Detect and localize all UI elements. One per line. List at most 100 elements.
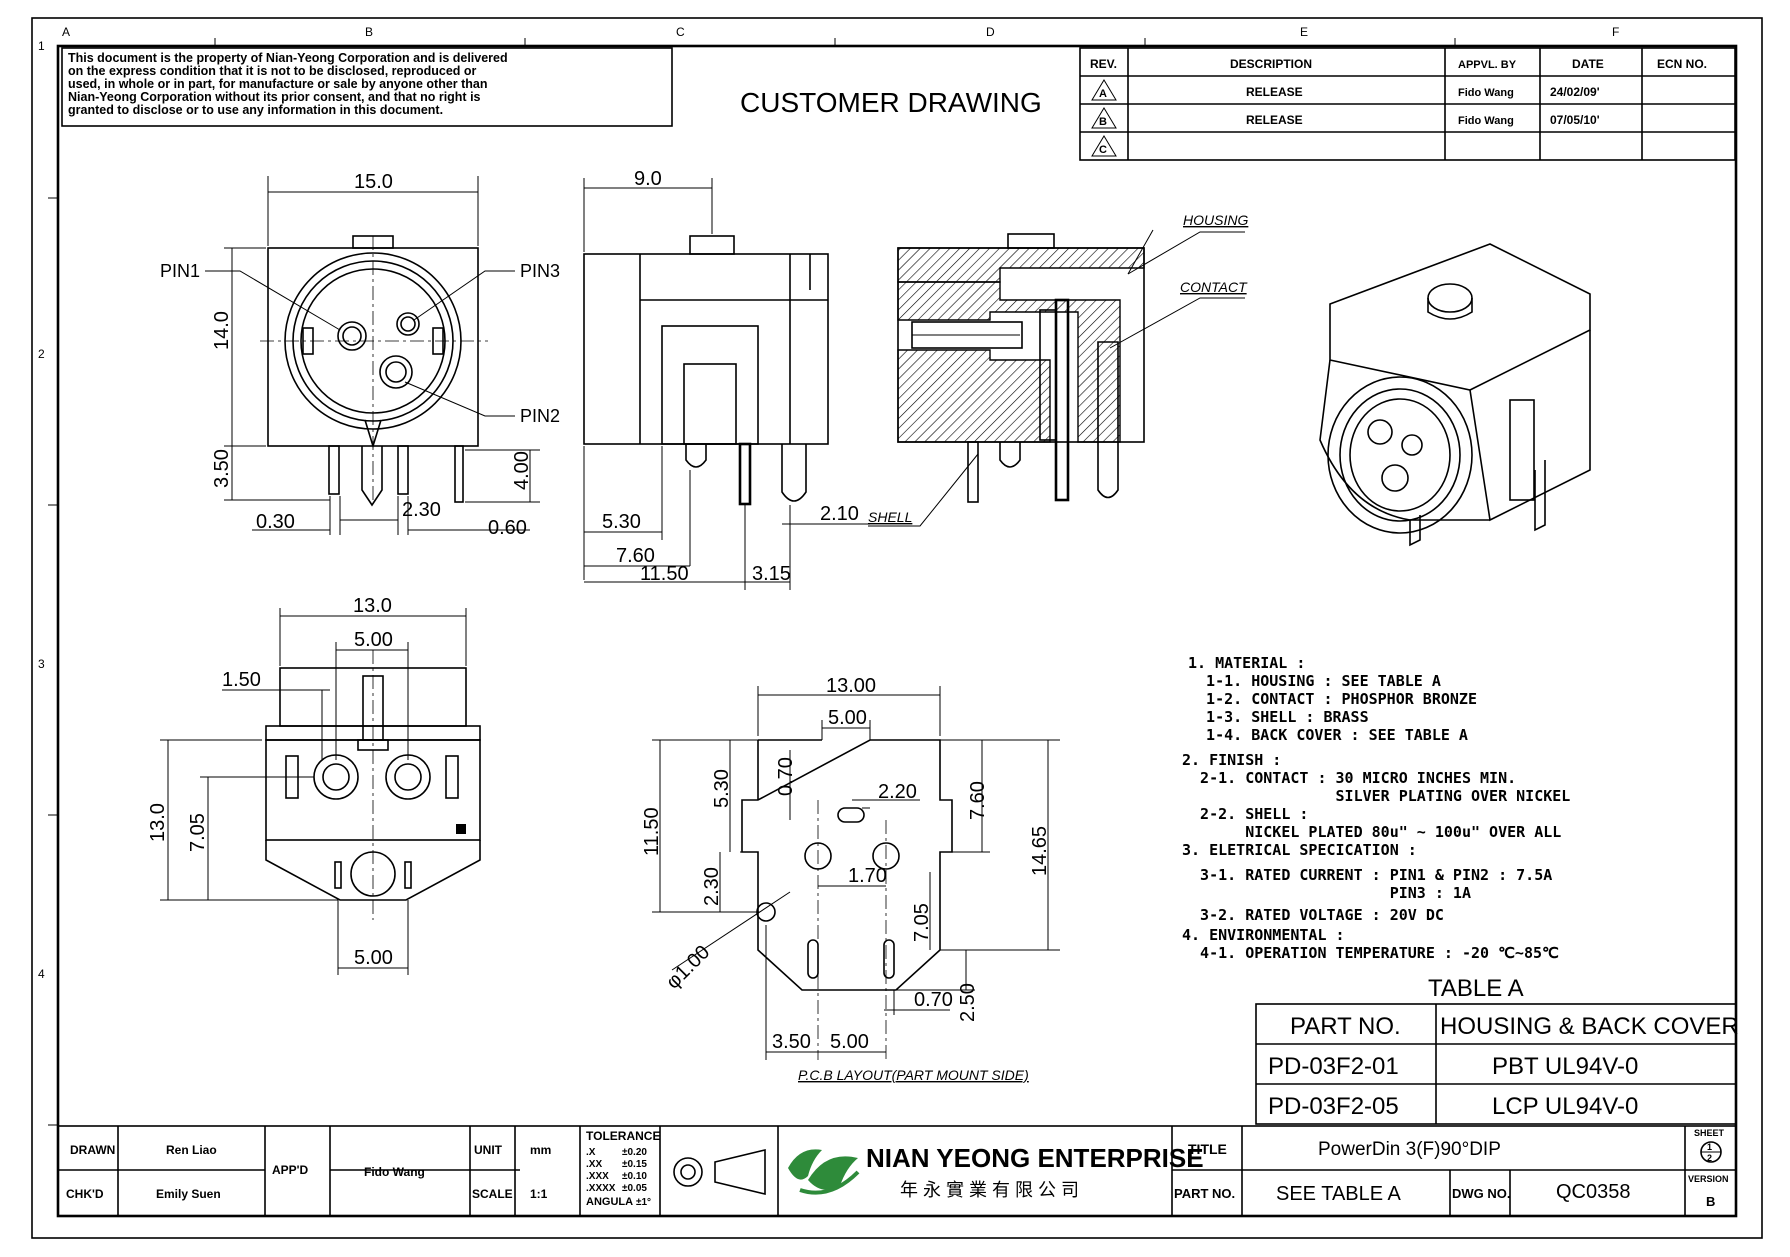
table-a-cell: PD-03F2-05 — [1268, 1093, 1399, 1120]
table-a: PART NO. HOUSING & BACK COVER PD-03F2-01… — [1255, 1003, 1739, 1125]
bottom-height-dim: 13.0 — [147, 803, 169, 842]
side-dim-210: 2.10 — [820, 503, 859, 525]
zone-col-e: E — [1300, 25, 1308, 39]
front-pin-length-dim: 3.50 — [211, 449, 233, 488]
side-dim-760: 7.60 — [616, 545, 655, 567]
inner-frame — [56, 44, 1738, 1218]
zone-col-c: C — [676, 25, 685, 39]
front-width-dim: 15.0 — [354, 171, 393, 193]
side-dim-315: 3.15 — [752, 563, 791, 585]
rev-date: 24/02/09' — [1550, 85, 1600, 99]
tolerance-key: .XX — [586, 1159, 602, 1170]
scale-value: 1:1 — [530, 1187, 548, 1201]
tolerance-value: ±0.05 — [622, 1183, 647, 1194]
bottom-dim-705: 7.05 — [187, 813, 209, 852]
note-line: 3-2. RATED VOLTAGE : 20V DC — [1182, 906, 1444, 924]
pin3-leader — [413, 270, 515, 321]
bottom-slot-dim: 5.00 — [354, 629, 393, 651]
tolerance-key: .XXX — [586, 1171, 609, 1182]
tolerance-value: ±0.15 — [622, 1159, 647, 1170]
version-value: B — [1706, 1194, 1715, 1209]
disclaimer-box — [61, 47, 673, 127]
unit-label: UNIT — [474, 1143, 503, 1157]
zone-row-1: 1 — [38, 39, 45, 53]
zone-col-a: A — [62, 25, 70, 39]
front-view — [205, 176, 540, 535]
date-header: DATE — [1572, 57, 1604, 71]
table-a-cell: PD-03F2-01 — [1268, 1053, 1399, 1080]
note-line: 2-2. SHELL : — [1182, 805, 1308, 823]
sheet-label: SHEET — [1694, 1128, 1725, 1138]
note-line: 4. ENVIRONMENTAL : — [1182, 926, 1345, 944]
pin1-label: PIN1 — [160, 261, 200, 281]
tolerance-value: ±0.10 — [622, 1171, 647, 1182]
rev-label: B — [1099, 116, 1107, 128]
zone-col-d: D — [986, 25, 995, 39]
bottom-dim-150: 1.50 — [222, 669, 261, 691]
dwgno-label: DWG NO. — [1452, 1186, 1511, 1201]
company-logo — [788, 1149, 860, 1195]
note-line: 1-3. SHELL : BRASS — [1188, 708, 1369, 726]
note-line: NICKEL PLATED 80u" ~ 100u" OVER ALL — [1182, 823, 1561, 841]
tolerance-key: .X — [586, 1147, 596, 1158]
rev-approver: Fido Wang — [1458, 87, 1514, 99]
housing-label: HOUSING — [1183, 212, 1248, 228]
appd-name: Fido Wang — [364, 1165, 425, 1179]
note-line: 1. MATERIAL : — [1188, 654, 1305, 672]
pcb-dim-500a: 5.00 — [828, 707, 867, 729]
appvl-header: APPVL. BY — [1458, 59, 1517, 71]
company-name: NIAN YEONG ENTERPRISE — [866, 1143, 1204, 1173]
table-a-cell: PBT UL94V-0 — [1492, 1053, 1638, 1080]
tolerance-value: ±0.20 — [622, 1147, 647, 1158]
pin3-label: PIN3 — [520, 261, 560, 281]
pin2-label: PIN2 — [520, 406, 560, 426]
rev-description: RELEASE — [1246, 113, 1303, 127]
sheet-total: 2 — [1707, 1153, 1712, 1163]
pcb-dim-350: 3.50 — [772, 1031, 811, 1053]
note-line: 1-2. CONTACT : PHOSPHOR BRONZE — [1188, 690, 1477, 708]
notes: 1. MATERIAL : 1-1. HOUSING : SEE TABLE A… — [1182, 654, 1570, 962]
side-view — [583, 178, 870, 590]
bottom-width-dim: 13.0 — [353, 595, 392, 617]
contact-label: CONTACT — [1180, 279, 1248, 295]
disclaimer-line: granted to disclose or to use any inform… — [68, 103, 443, 117]
title-label: TITLE — [1188, 1141, 1227, 1157]
disclaimer-line: on the express condition that it is not … — [68, 64, 477, 78]
partno-value: SEE TABLE A — [1276, 1183, 1402, 1205]
pcb-dim-220: 2.20 — [878, 781, 917, 803]
rev-label: A — [1099, 88, 1107, 100]
front-dim-030: 0.30 — [256, 511, 295, 533]
zone-row-3: 3 — [38, 657, 45, 671]
rev-label: C — [1099, 144, 1107, 156]
pcb-dim-1300: 13.00 — [826, 675, 876, 697]
side-dim-530: 5.30 — [602, 511, 641, 533]
section-view — [868, 229, 1245, 527]
disclaimer-text: This document is the property of Nian-Ye… — [68, 51, 508, 117]
zone-col-b: B — [365, 25, 373, 39]
pcb-dim-070a: 0.70 — [775, 757, 797, 796]
title-block: DRAWN Ren Liao CHK'D Emily Suen APP'D Fi… — [57, 1125, 1737, 1217]
table-a-title: TABLE A — [1428, 975, 1524, 1002]
outer-frame — [31, 17, 1763, 1239]
pin1-leader — [205, 270, 341, 331]
note-line: 3. ELETRICAL SPECICATION : — [1182, 841, 1417, 859]
bottom-view — [160, 608, 481, 975]
disclaimer-line: used, in whole or in part, for manufactu… — [68, 77, 488, 91]
note-line: 3-1. RATED CURRENT : PIN1 & PIN2 : 7.5A — [1182, 866, 1552, 884]
drawn-label: DRAWN — [70, 1143, 115, 1157]
note-line: 1-1. HOUSING : SEE TABLE A — [1188, 672, 1441, 690]
note-line: SILVER PLATING OVER NICKEL — [1182, 787, 1570, 805]
zone-row-2: 2 — [38, 347, 45, 361]
pcb-dim-250: 2.50 — [957, 983, 979, 1022]
rev-description: RELEASE — [1246, 85, 1303, 99]
version-label: VERSION — [1688, 1174, 1729, 1184]
tolerance-key: ANGULA — [586, 1196, 633, 1208]
zone-rows: 1 2 3 4 — [38, 39, 58, 1126]
pcb-dim-070b: 0.70 — [914, 989, 953, 1011]
tolerance-key: .XXXX — [586, 1183, 616, 1194]
disclaimer-line: This document is the property of Nian-Ye… — [68, 51, 508, 65]
pcb-dim-705: 7.05 — [911, 903, 933, 942]
zone-col-f: F — [1612, 25, 1619, 39]
disclaimer-line: Nian-Yeong Corporation without its prior… — [68, 90, 481, 104]
